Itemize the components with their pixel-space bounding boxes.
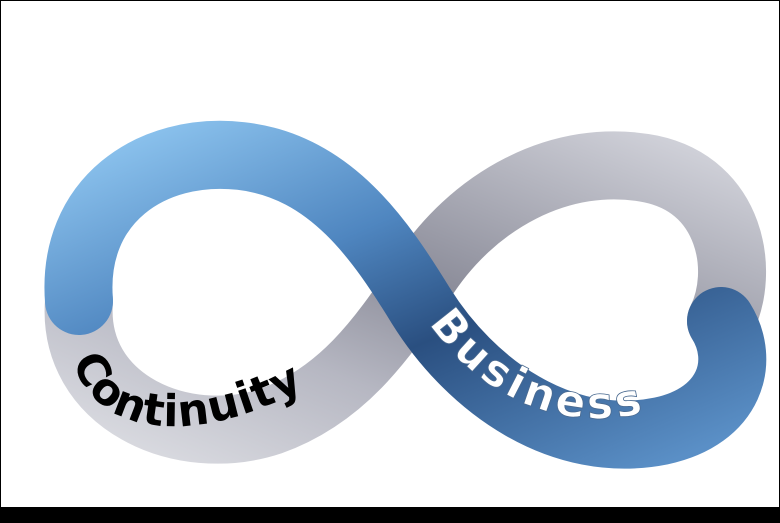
blue-band [44,120,767,469]
infinity-symbol: Continuity Business [44,120,767,469]
infinity-graphic: Continuity Business [1,1,779,507]
word-business: Business [420,299,650,430]
